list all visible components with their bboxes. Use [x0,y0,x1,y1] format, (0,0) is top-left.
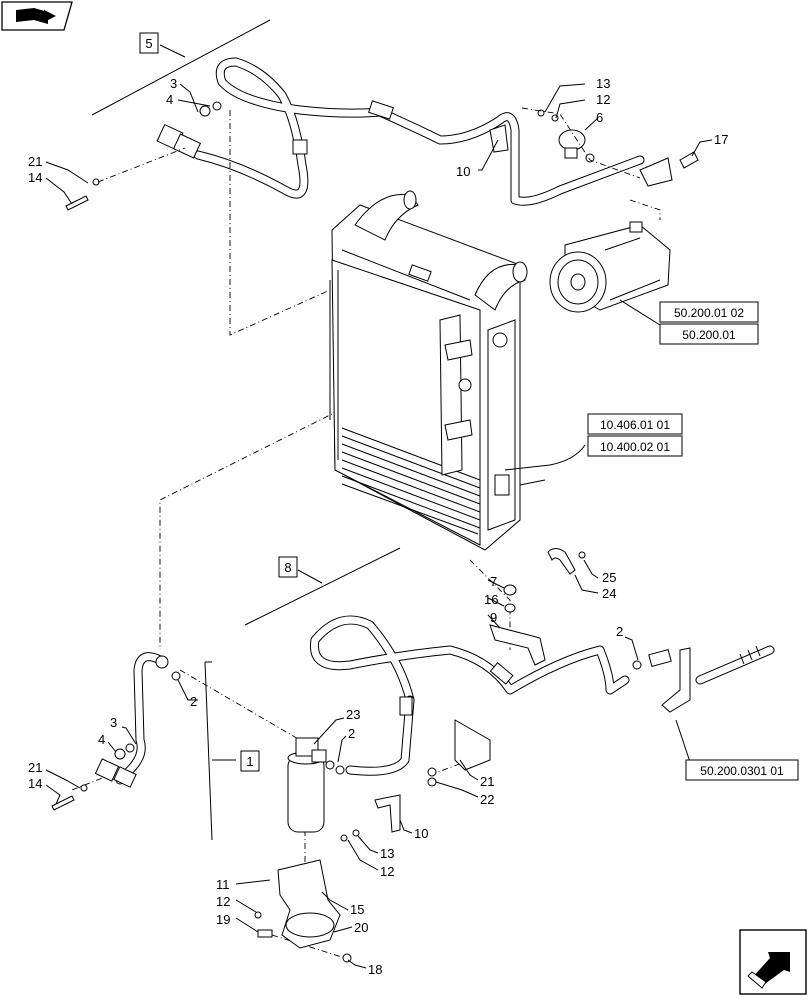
callout-17[interactable]: 17 [714,132,728,147]
callout-15[interactable]: 15 [350,902,364,917]
hose-bracket-9 [489,584,546,666]
group-box-8-label: 8 [284,560,291,575]
reference-box-2[interactable]: 50.200.01 [659,323,759,345]
callout-24[interactable]: 24 [602,586,616,601]
callout-10[interactable]: 10 [456,164,470,179]
clamp-24 [547,548,586,575]
ac-compressor [549,221,671,313]
drier-clamp-bracket [254,859,352,963]
callout-14[interactable]: 14 [28,776,42,791]
group-5-leader [91,19,271,116]
reference-5-label: 50.200.0301 01 [700,764,784,778]
condenser-fins [341,427,481,535]
callout-22[interactable]: 22 [480,792,494,807]
reference-box-3[interactable]: 10.406.01 01 [587,413,683,435]
reference-3-label: 10.406.01 01 [600,418,670,432]
reference-box-4[interactable]: 10.400.02 01 [587,435,683,457]
lower-refrigerant-hose [309,615,775,776]
callout-10[interactable]: 10 [414,826,428,841]
callout-3[interactable]: 3 [110,715,117,730]
group-box-5[interactable]: 5 [139,32,159,54]
hose-bracket-upper [489,124,509,153]
upper-refrigerant-hose [193,57,645,206]
callout-20[interactable]: 20 [354,920,368,935]
callout-25[interactable]: 25 [602,570,616,585]
drier-support-bracket [340,719,491,842]
reference-2-label: 50.200.01 [682,328,736,342]
callout-2[interactable]: 2 [190,694,197,709]
reference-leaders [504,299,691,763]
callout-19[interactable]: 19 [216,912,230,927]
callout-labels: 3 4 21 14 13 12 6 10 17 7 16 9 25 24 2 2… [28,76,728,977]
pressure-switch [537,109,699,187]
callout-13[interactable]: 13 [596,76,610,91]
callout-18[interactable]: 18 [368,962,382,977]
callout-21[interactable]: 21 [480,774,494,789]
callout-4[interactable]: 4 [166,92,173,107]
callout-2[interactable]: 2 [348,726,355,741]
callout-2[interactable]: 2 [616,624,623,639]
callout-9[interactable]: 9 [490,610,497,625]
reference-box-1[interactable]: 50.200.01 02 [659,301,759,323]
callout-12[interactable]: 12 [380,864,394,879]
receiver-drier [287,737,345,833]
callout-13[interactable]: 13 [380,846,394,861]
hose-fitting-top-left [65,101,222,211]
callout-7[interactable]: 7 [490,574,497,589]
book-arrow-icon[interactable] [1,1,73,31]
group-box-8[interactable]: 8 [278,556,298,578]
reference-1-label: 50.200.01 02 [674,306,744,320]
callout-11[interactable]: 11 [216,877,230,892]
callout-6[interactable]: 6 [596,110,603,125]
lower-left-hose [51,652,181,811]
callout-leaders [45,83,713,969]
radiator-condenser-assembly [329,190,528,551]
group-8-leader [244,547,401,626]
group-box-1-label: 1 [246,754,253,769]
group-1-bracket [204,661,236,841]
group-box-5-label: 5 [145,36,152,51]
callout-12[interactable]: 12 [596,92,610,107]
group-box-1[interactable]: 1 [240,750,260,772]
next-page-arrow-icon[interactable] [739,929,807,995]
callout-21[interactable]: 21 [28,760,42,775]
reference-box-5[interactable]: 50.200.0301 01 [685,759,799,781]
callout-4[interactable]: 4 [98,732,105,747]
callout-16[interactable]: 16 [484,592,498,607]
callout-14[interactable]: 14 [28,170,42,185]
callout-21[interactable]: 21 [28,154,42,169]
callout-12[interactable]: 12 [216,894,230,909]
callout-23[interactable]: 23 [346,707,360,722]
reference-4-label: 10.400.02 01 [600,440,670,454]
callout-3[interactable]: 3 [170,76,177,91]
